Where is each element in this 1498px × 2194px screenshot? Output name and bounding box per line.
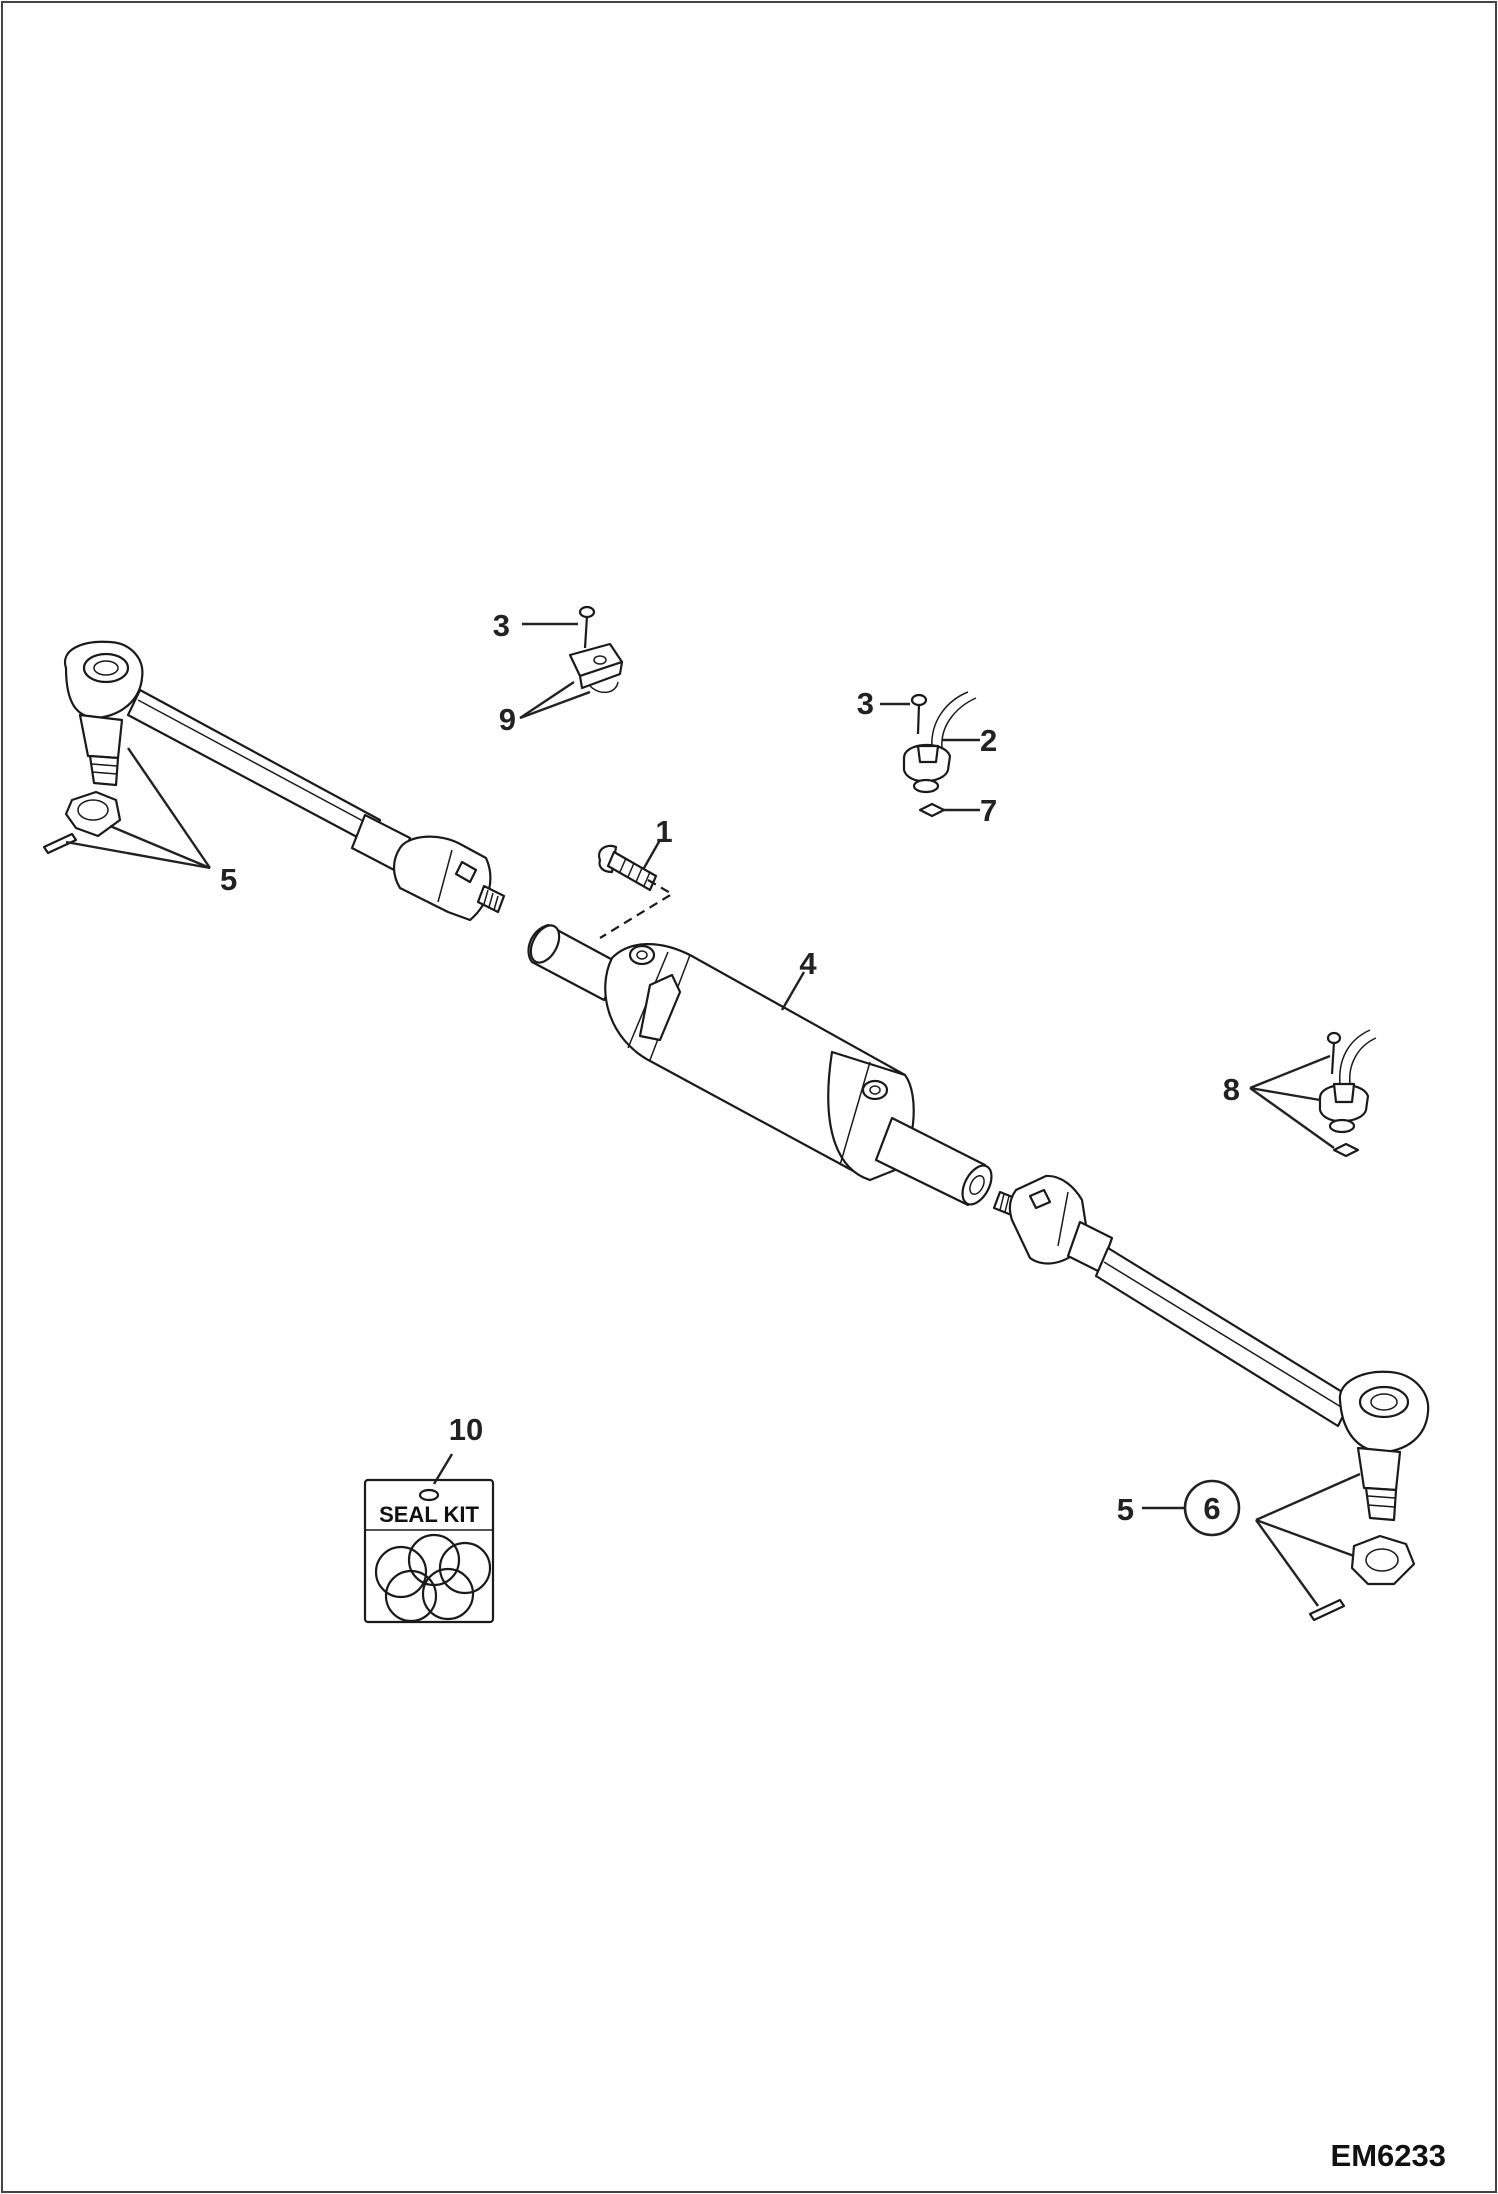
steering-cylinder: [527, 923, 993, 1207]
seal-kit-package: [363, 1478, 495, 1624]
callout-7: 7: [980, 793, 997, 828]
callout-9: 9: [499, 702, 516, 737]
bolt-dashed-guide: [599, 879, 675, 939]
right-castle-nut: [1350, 1534, 1416, 1586]
o-ring-small: [918, 802, 946, 818]
callout-3-right: 3: [857, 686, 874, 721]
callout-6-circle: [1183, 1479, 1241, 1537]
callout-4: 4: [799, 946, 817, 981]
sensor-screw-top: [578, 605, 596, 649]
left-cotter-pin: [42, 832, 78, 855]
callout-3-top: 3: [493, 608, 510, 643]
callout-5-left: 5: [220, 862, 237, 897]
right-tie-rod: [992, 1174, 1430, 1522]
figure-code: EM6233: [1331, 2138, 1446, 2173]
callout-6: 6: [1203, 1491, 1220, 1526]
callout-5-right: 5: [1117, 1492, 1134, 1527]
switch-assembly: [1318, 1029, 1377, 1158]
pressure-switch: [902, 691, 977, 794]
bolt: [598, 844, 658, 892]
sensor-bracket: [568, 642, 624, 694]
left-tie-rod: [63, 640, 506, 922]
callout-1: 1: [655, 814, 672, 849]
callout-2: 2: [980, 723, 997, 758]
switch-screw: [910, 693, 928, 735]
leader-lines: [65, 622, 1361, 1607]
left-castle-nut: [64, 790, 122, 838]
seal-kit-label: SEAL KIT: [379, 1502, 479, 1527]
callout-10: 10: [449, 1412, 483, 1447]
callout-8: 8: [1223, 1072, 1240, 1107]
right-cotter-pin: [1308, 1598, 1346, 1622]
